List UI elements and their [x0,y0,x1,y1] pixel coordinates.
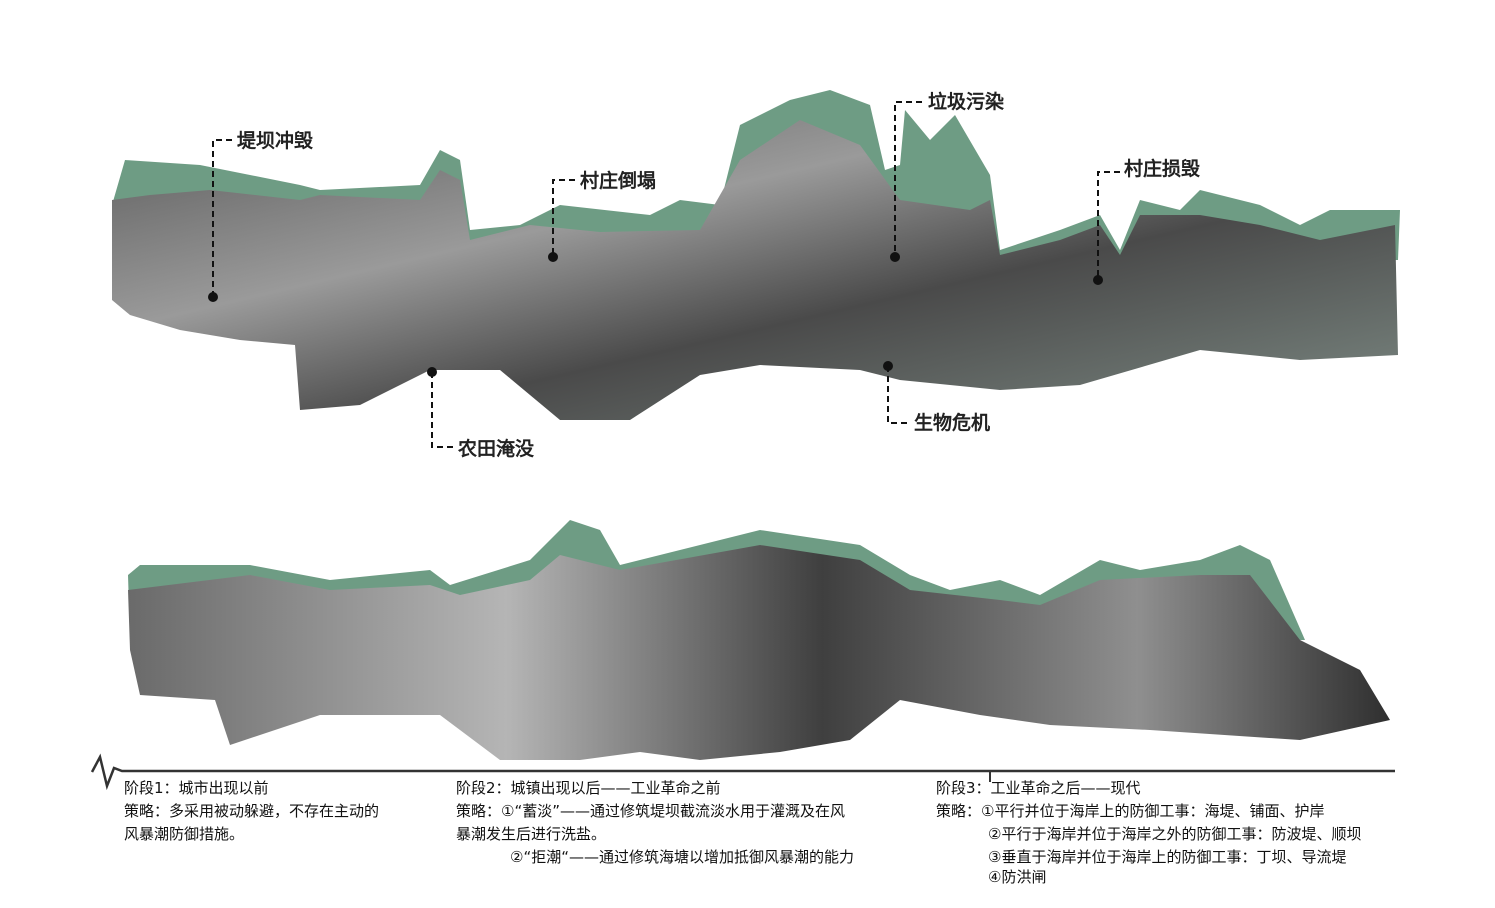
label-garbage-pollution: 垃圾污染 [928,91,1005,113]
label-biological-crisis: 生物危机 [914,412,991,434]
timeline-line [90,753,1395,791]
stage-3-strategy-line: ④防洪闸 [988,868,1047,886]
stage-3-strategy-line: 策略：①平行并位于海岸上的防御工事：海堤、铺面、护岸 [936,802,1325,820]
label-village-collapse: 村庄倒塌 [580,170,657,192]
stage-2-strategy-line: ②“拒潮“——通过修筑海塘以增加抵御风暴潮的能力 [510,848,854,866]
stage-3-strategy-line: ③垂直于海岸并位于海岸上的防御工事：丁坝、导流堤 [988,848,1347,866]
stage-1-strategy-line: 风暴潮防御措施。 [124,825,245,843]
label-dam-breach: 堤坝冲毁 [237,130,314,152]
bottom-collage-photos [128,545,1390,760]
stage-2-title: 阶段2：城镇出现以后——工业革命之前 [456,779,721,797]
leader-dots [208,252,1103,377]
stage-2-strategy-line: 暴潮发生后进行洗盐。 [456,825,607,843]
stage-1-title: 阶段1：城市出现以前 [124,779,269,797]
stage-1-strategy-line: 策略：多采用被动躲避，不存在主动的 [124,802,380,820]
stage-3-title: 阶段3：工业革命之后——现代 [936,779,1141,797]
label-village-damage: 村庄损毁 [1124,158,1201,180]
stage-3-strategy-line: ②平行于海岸并位于海岸之外的防御工事：防波堤、顺坝 [988,825,1362,843]
stage-2-strategy-line: 策略：①“蓄淡”——通过修筑堤坝截流淡水用于灌溉及在风 [456,802,845,820]
top-collage-photos [112,120,1398,420]
leader-lines [212,101,1120,448]
label-farmland-flooding: 农田淹没 [458,438,535,460]
